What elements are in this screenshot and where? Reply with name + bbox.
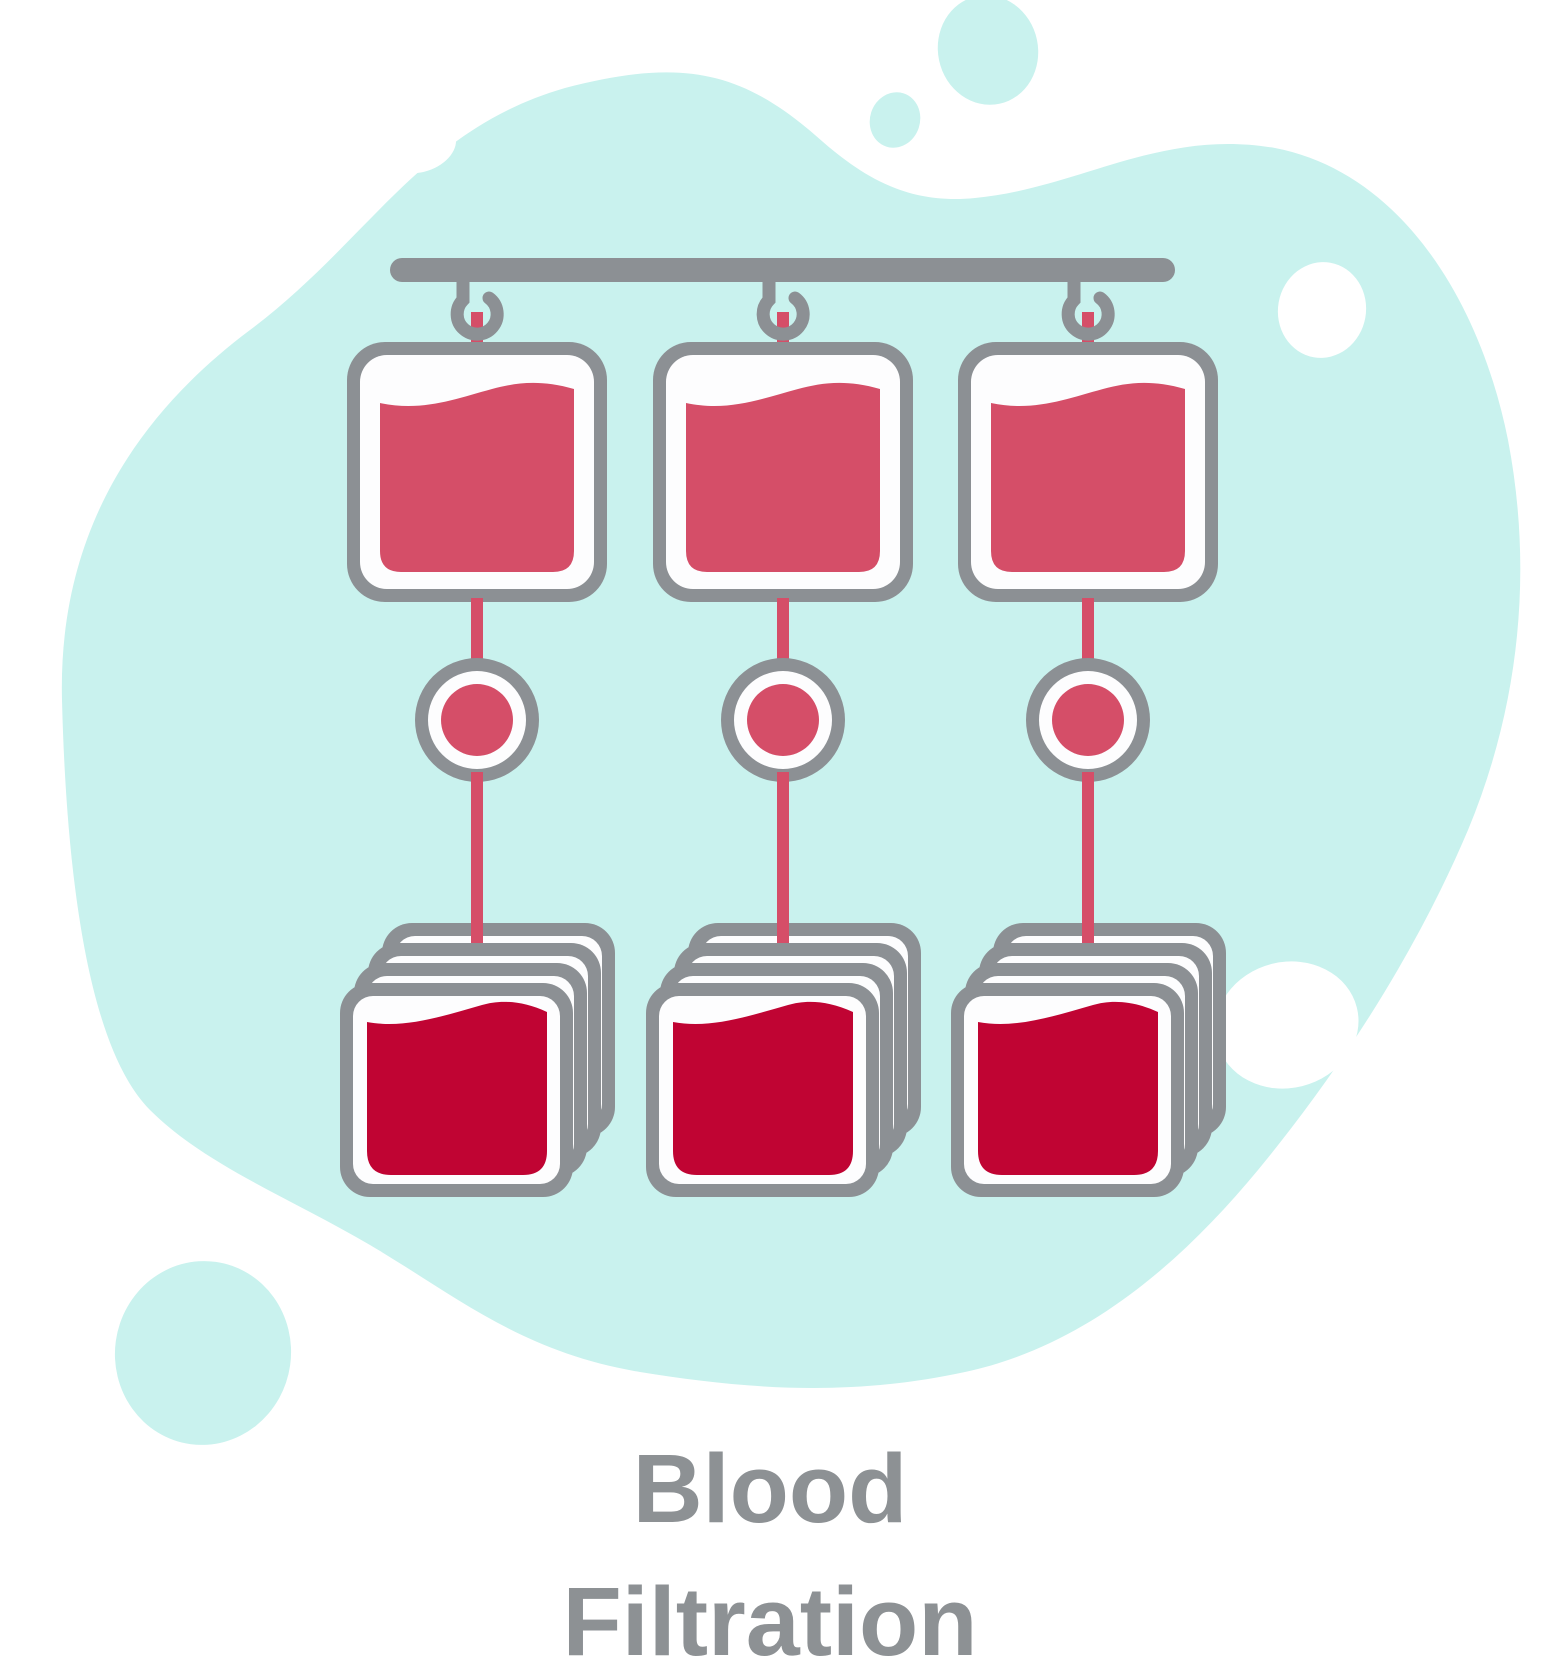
filtration-column (951, 259, 1226, 1197)
deco-teal-blob-bottom-left (114, 1261, 292, 1445)
filtered-bag-front (340, 983, 573, 1197)
inline-filter-core (441, 684, 513, 756)
deco-teal-blob-small (869, 92, 921, 148)
transfusion-tube-upper (1082, 598, 1094, 670)
filtered-blood-fill (978, 1001, 1158, 1175)
transfusion-tube-lower (777, 772, 789, 950)
hanging-rail (390, 258, 1175, 282)
caption-line-1: Blood (633, 1434, 908, 1543)
filtered-bag-front (646, 983, 879, 1197)
hook (756, 259, 810, 341)
inline-filter-core (747, 684, 819, 756)
transfusion-tube-lower (471, 772, 483, 950)
caption-line-2: Filtration (563, 1567, 978, 1662)
filtration-column (340, 259, 615, 1197)
deco-white-blob-bottom-right (1215, 961, 1359, 1089)
deco-teal-blob-top (937, 0, 1039, 105)
filtration-column (646, 259, 921, 1197)
blood-fill (991, 382, 1185, 572)
filtered-blood-fill (367, 1001, 547, 1175)
inline-filter-core (1052, 684, 1124, 756)
filtered-blood-fill (673, 1001, 853, 1175)
transfusion-tube-upper (471, 598, 483, 670)
transfusion-tube-lower (1082, 772, 1094, 950)
filtered-bag-front (951, 983, 1184, 1197)
blood-fill (380, 382, 574, 572)
transfusion-tube-upper (777, 598, 789, 670)
deco-white-blob-top-left (383, 120, 457, 174)
blood-fill (686, 382, 880, 572)
hook (450, 259, 504, 341)
deco-white-blob-top-right (1277, 262, 1367, 358)
hook (1061, 259, 1115, 341)
